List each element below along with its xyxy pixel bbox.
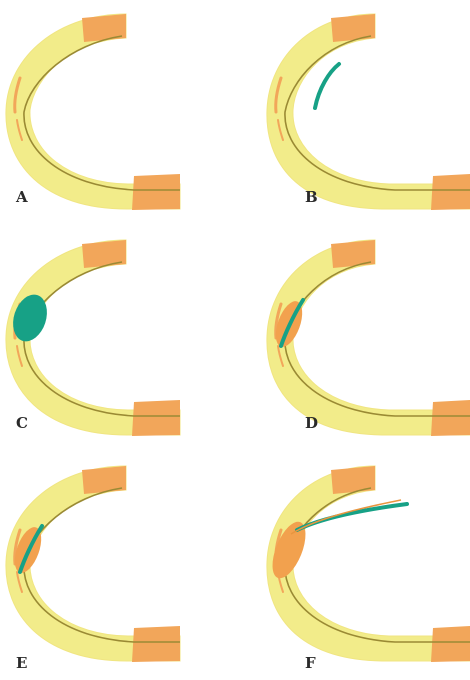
bottom-cap [132, 400, 180, 436]
c-shaped-tissue-diagram [0, 452, 235, 678]
bottom-cap [431, 400, 470, 436]
panel-d: D [235, 226, 470, 452]
bottom-cap [132, 626, 180, 662]
panel-a: A [0, 0, 235, 226]
top-cap [331, 240, 375, 268]
panel-label-c: C [16, 414, 28, 432]
panel-e: E [0, 452, 235, 678]
bottom-cap [431, 626, 470, 662]
panel-label-d: D [305, 414, 318, 432]
top-cap [82, 466, 126, 494]
teal-lesion-line [315, 64, 339, 108]
bottom-cap [431, 174, 470, 210]
bottom-cap [132, 174, 180, 210]
c-shaped-tissue-diagram [235, 452, 470, 680]
top-cap [331, 466, 375, 494]
panel-c: C [0, 226, 235, 452]
panel-f: F [235, 452, 470, 680]
panel-label-b: B [305, 188, 318, 206]
top-cap [82, 14, 126, 42]
panel-label-e: E [16, 654, 27, 672]
c-shaped-tissue-diagram [235, 226, 470, 452]
top-cap [82, 240, 126, 268]
panel-label-f: F [305, 654, 316, 672]
top-cap [331, 14, 375, 42]
c-shaped-tissue-diagram [0, 226, 235, 452]
c-shaped-tissue-diagram [0, 0, 235, 226]
panel-b: B [235, 0, 470, 226]
c-shaped-tissue-diagram [235, 0, 470, 226]
panel-label-a: A [16, 188, 28, 206]
